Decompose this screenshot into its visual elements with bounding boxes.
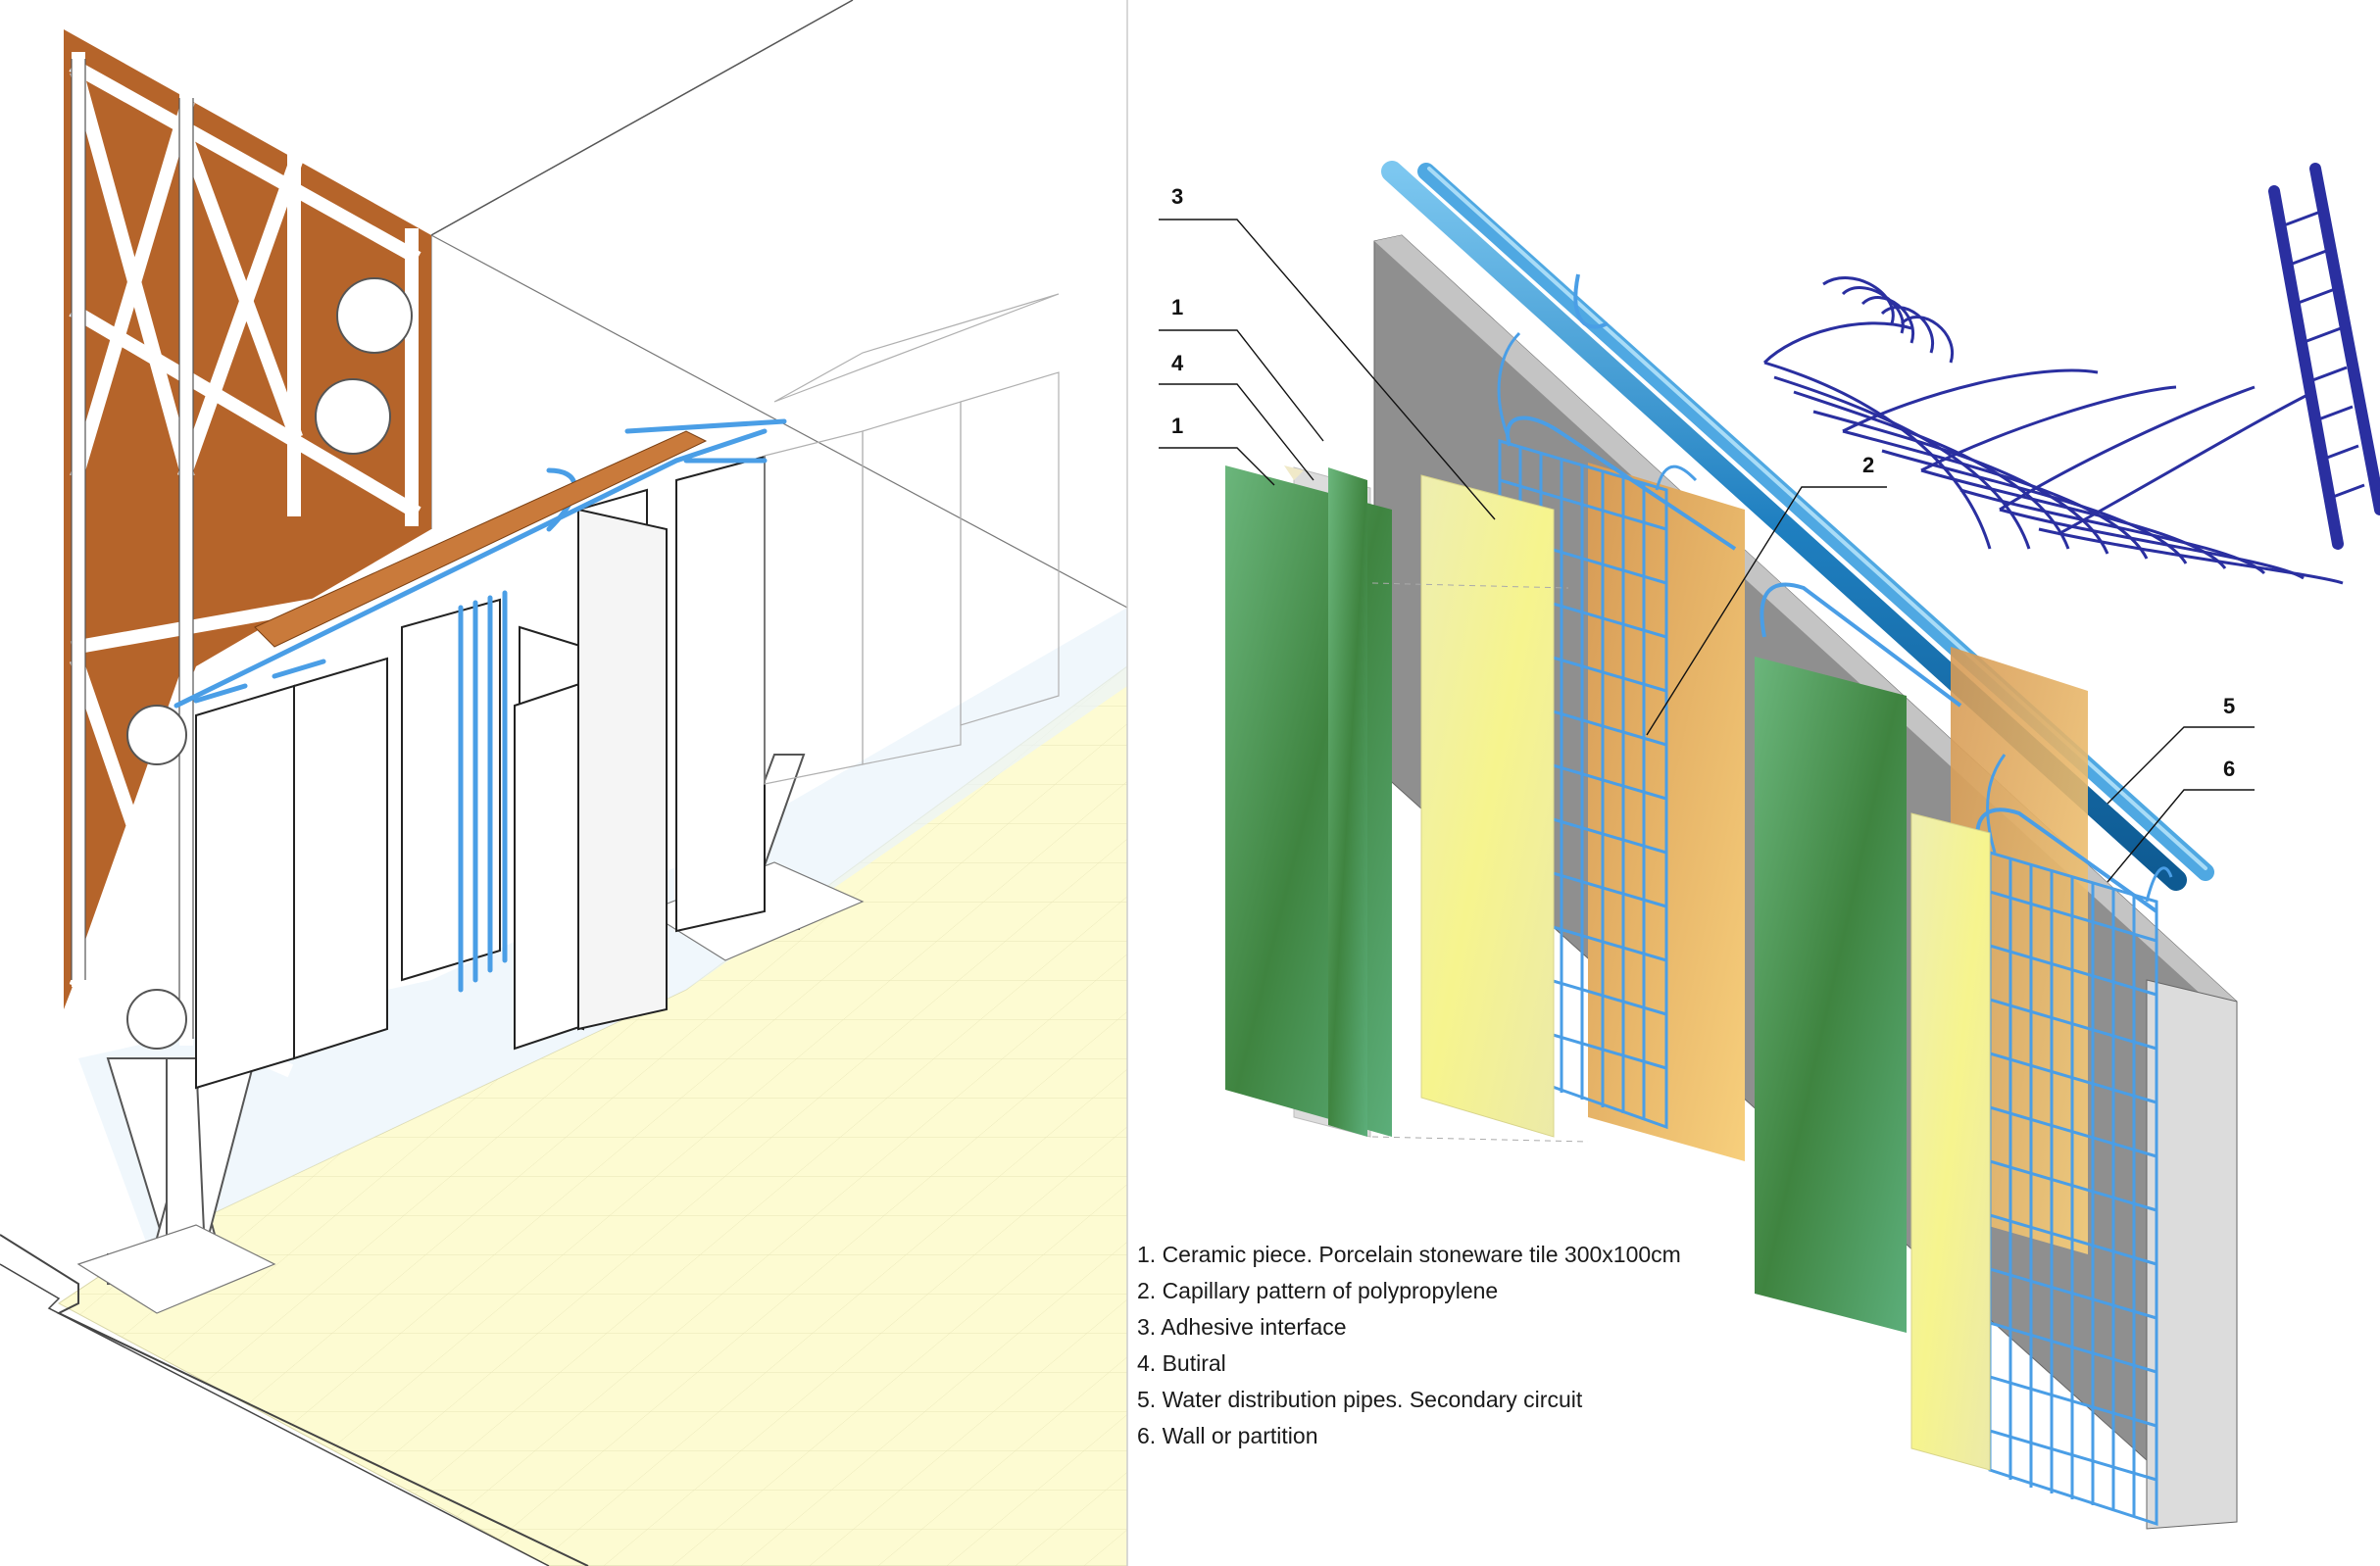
mesh-support-bar xyxy=(2268,185,2344,550)
duct-opening xyxy=(336,277,413,354)
leader-6 xyxy=(2107,789,2255,883)
capillary-mesh-detail xyxy=(1762,276,2344,585)
copper-tray xyxy=(254,430,708,648)
legend-item: 2. Capillary pattern of polypropylene xyxy=(1137,1278,1499,1303)
butiral-layer-edge xyxy=(1284,465,1304,480)
alignment-guides xyxy=(1371,582,1589,1143)
duct-opening xyxy=(126,705,187,765)
mesh-rungs xyxy=(2283,209,2365,502)
timber-truss xyxy=(69,52,421,1078)
leader-1a xyxy=(1159,329,1324,442)
stair-edge-2 xyxy=(0,1263,550,1566)
callout-1-top: 1 xyxy=(1171,295,1183,319)
timber-truss-outline xyxy=(71,59,194,1039)
legend-item: 5. Water distribution pipes. Secondary c… xyxy=(1137,1387,1583,1412)
callout-5: 5 xyxy=(2223,694,2235,718)
wall-partition-edge xyxy=(2146,979,2238,1530)
callout-4: 4 xyxy=(1171,351,1184,375)
capillary-tubing-left xyxy=(174,418,787,993)
stair-edge xyxy=(0,1234,589,1566)
leader-1b xyxy=(1159,447,1275,486)
legend-item: 4. Butiral xyxy=(1137,1350,1226,1376)
ceramic-tile xyxy=(1328,467,1367,1137)
isometric-room-view xyxy=(0,0,1128,1566)
callout-6: 6 xyxy=(2223,757,2235,781)
ceiling-line xyxy=(430,0,854,236)
leg-base-plate xyxy=(76,1224,276,1314)
duct-opening xyxy=(315,378,391,455)
adhesive-layer xyxy=(1420,474,1555,1138)
adhesive-layer xyxy=(1910,812,1991,1471)
leader-4 xyxy=(1159,383,1314,481)
leader-5 xyxy=(2107,726,2255,805)
ghost-panels xyxy=(764,293,1060,785)
legend: 1. Ceramic piece. Porcelain stoneware ti… xyxy=(1137,1237,1686,1454)
exploded-layer-view xyxy=(1225,161,2380,1530)
callout-leaders xyxy=(1159,219,2255,883)
duct-opening xyxy=(126,989,187,1050)
callout-1-bottom: 1 xyxy=(1171,414,1183,438)
legend-item: 6. Wall or partition xyxy=(1137,1423,1318,1448)
callout-3: 3 xyxy=(1171,184,1183,209)
legend-item: 3. Adhesive interface xyxy=(1137,1314,1347,1340)
legend-item: 1. Ceramic piece. Porcelain stoneware ti… xyxy=(1137,1242,1681,1267)
panel-side xyxy=(577,508,668,1031)
mesh-support-bar xyxy=(2309,163,2380,515)
leader-2 xyxy=(1646,486,1887,736)
callout-2: 2 xyxy=(1862,453,1874,477)
leader-3 xyxy=(1159,219,1496,520)
ceramic-tile xyxy=(1755,657,1907,1333)
